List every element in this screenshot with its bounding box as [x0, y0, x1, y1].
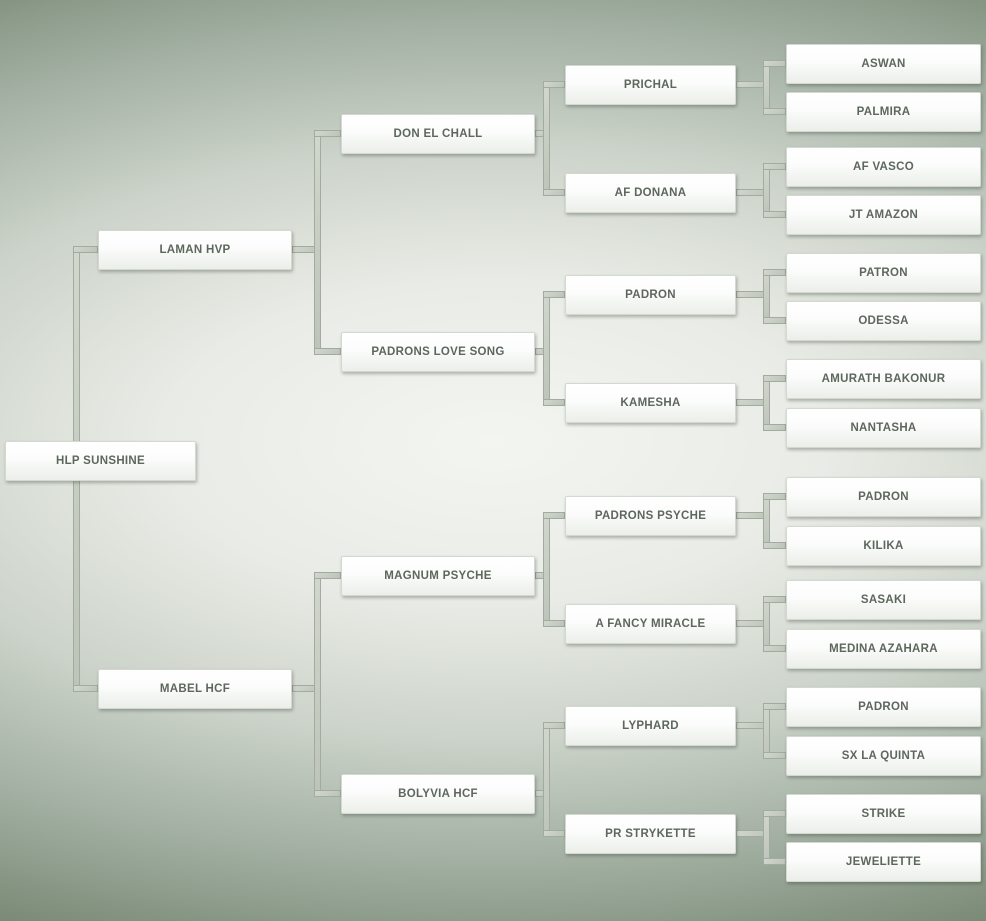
connector-line: [763, 375, 770, 431]
connector-line: [763, 810, 770, 865]
connector-line: [763, 752, 786, 759]
connector-line: [314, 130, 321, 355]
node-kilika[interactable]: KILIKA: [786, 526, 981, 566]
node-kamesha[interactable]: KAMESHA: [565, 383, 736, 423]
connector-line: [763, 108, 786, 115]
connector-line: [763, 60, 786, 67]
connector-line: [763, 703, 786, 710]
connector-line: [763, 163, 770, 218]
connector-line: [543, 830, 565, 837]
node-pr-strykette[interactable]: PR STRYKETTE: [565, 814, 736, 854]
connector-line: [763, 596, 770, 652]
connector-line: [763, 645, 786, 652]
connector-line: [763, 269, 786, 276]
connector-line: [763, 542, 786, 549]
connector-line: [314, 790, 341, 797]
connector-line: [543, 512, 565, 519]
node-lyphard[interactable]: LYPHARD: [565, 706, 736, 746]
node-padron-3[interactable]: PADRON: [786, 687, 981, 727]
connector-line: [73, 246, 98, 253]
node-laman-hvp[interactable]: LAMAN HVP: [98, 230, 292, 270]
connector-line: [543, 722, 565, 729]
node-af-vasco[interactable]: AF VASCO: [786, 147, 981, 187]
node-prichal[interactable]: PRICHAL: [565, 65, 736, 105]
node-aswan[interactable]: ASWAN: [786, 44, 981, 84]
connector-line: [543, 722, 550, 837]
node-sasaki[interactable]: SASAKI: [786, 580, 981, 620]
connector-line: [543, 291, 550, 406]
connector-line: [73, 685, 98, 692]
connector-line: [314, 572, 321, 797]
connector-line: [543, 512, 550, 627]
connector-line: [763, 375, 786, 382]
connector-line: [763, 60, 770, 115]
connector-line: [763, 269, 770, 324]
node-strike[interactable]: STRIKE: [786, 794, 981, 834]
node-odessa[interactable]: ODESSA: [786, 301, 981, 341]
connector-line: [763, 211, 786, 218]
connector-line: [763, 810, 786, 817]
node-bolyvia-hcf[interactable]: BOLYVIA HCF: [341, 774, 535, 814]
node-padrons-psyche[interactable]: PADRONS PSYCHE: [565, 496, 736, 536]
connector-line: [314, 130, 341, 137]
node-amurath-bakonur[interactable]: AMURATH BAKONUR: [786, 359, 981, 399]
connector-line: [543, 81, 550, 196]
node-padrons-love-song[interactable]: PADRONS LOVE SONG: [341, 332, 535, 372]
connector-line: [763, 493, 786, 500]
node-hlp-sunshine[interactable]: HLP SUNSHINE: [5, 441, 196, 481]
connector-line: [543, 620, 565, 627]
connector-line: [314, 572, 341, 579]
node-don-el-chall[interactable]: DON EL CHALL: [341, 114, 535, 154]
connector-line: [543, 81, 565, 88]
node-jeweliette[interactable]: JEWELIETTE: [786, 842, 981, 882]
node-padron-sire[interactable]: PADRON: [565, 275, 736, 315]
node-jt-amazon[interactable]: JT AMAZON: [786, 195, 981, 235]
connector-line: [543, 291, 565, 298]
node-magnum-psyche[interactable]: MAGNUM PSYCHE: [341, 556, 535, 596]
connector-line: [763, 493, 770, 549]
connector-line: [763, 858, 786, 865]
node-palmira[interactable]: PALMIRA: [786, 92, 981, 132]
node-patron[interactable]: PATRON: [786, 253, 981, 293]
node-nantasha[interactable]: NANTASHA: [786, 408, 981, 448]
connector-line: [763, 424, 786, 431]
node-sx-la-quinta[interactable]: SX LA QUINTA: [786, 736, 981, 776]
node-af-donana[interactable]: AF DONANA: [565, 173, 736, 213]
connector-line: [543, 399, 565, 406]
connector-line: [763, 163, 786, 170]
node-a-fancy-miracle[interactable]: A FANCY MIRACLE: [565, 604, 736, 644]
node-medina-azahara[interactable]: MEDINA AZAHARA: [786, 629, 981, 669]
node-mabel-hcf[interactable]: MABEL HCF: [98, 669, 292, 709]
connector-line: [763, 317, 786, 324]
connector-line: [543, 189, 565, 196]
connector-line: [314, 348, 341, 355]
connector-line: [763, 596, 786, 603]
node-padron-2[interactable]: PADRON: [786, 477, 981, 517]
connector-line: [763, 703, 770, 759]
